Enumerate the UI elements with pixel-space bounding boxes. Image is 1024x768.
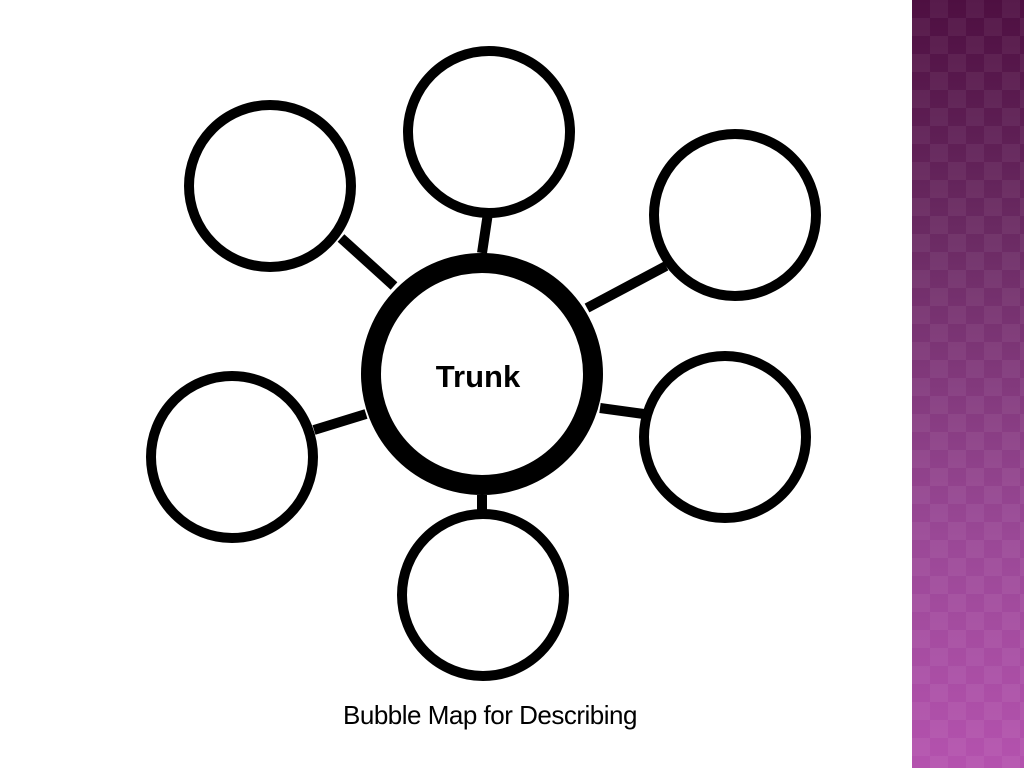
connector-upper-right [584,261,669,313]
center-label: Trunk [436,359,521,394]
bubble-upper-left[interactable] [184,100,356,272]
bubble-left[interactable] [146,371,318,543]
diagram-caption: Bubble Map for Describing [343,700,637,730]
connector-left [312,409,368,435]
connector-right [599,403,645,419]
bubble-right[interactable] [639,351,811,523]
bubble-map-diagram: Trunk [146,46,821,681]
bubble-upper-right[interactable] [649,129,821,301]
connector-upper-left [337,234,398,290]
center-bubble[interactable] [361,253,603,495]
bubble-top[interactable] [403,46,575,218]
connector-top [477,212,493,254]
bubble-bottom[interactable] [397,509,569,681]
decorative-side-panel [912,0,1024,768]
